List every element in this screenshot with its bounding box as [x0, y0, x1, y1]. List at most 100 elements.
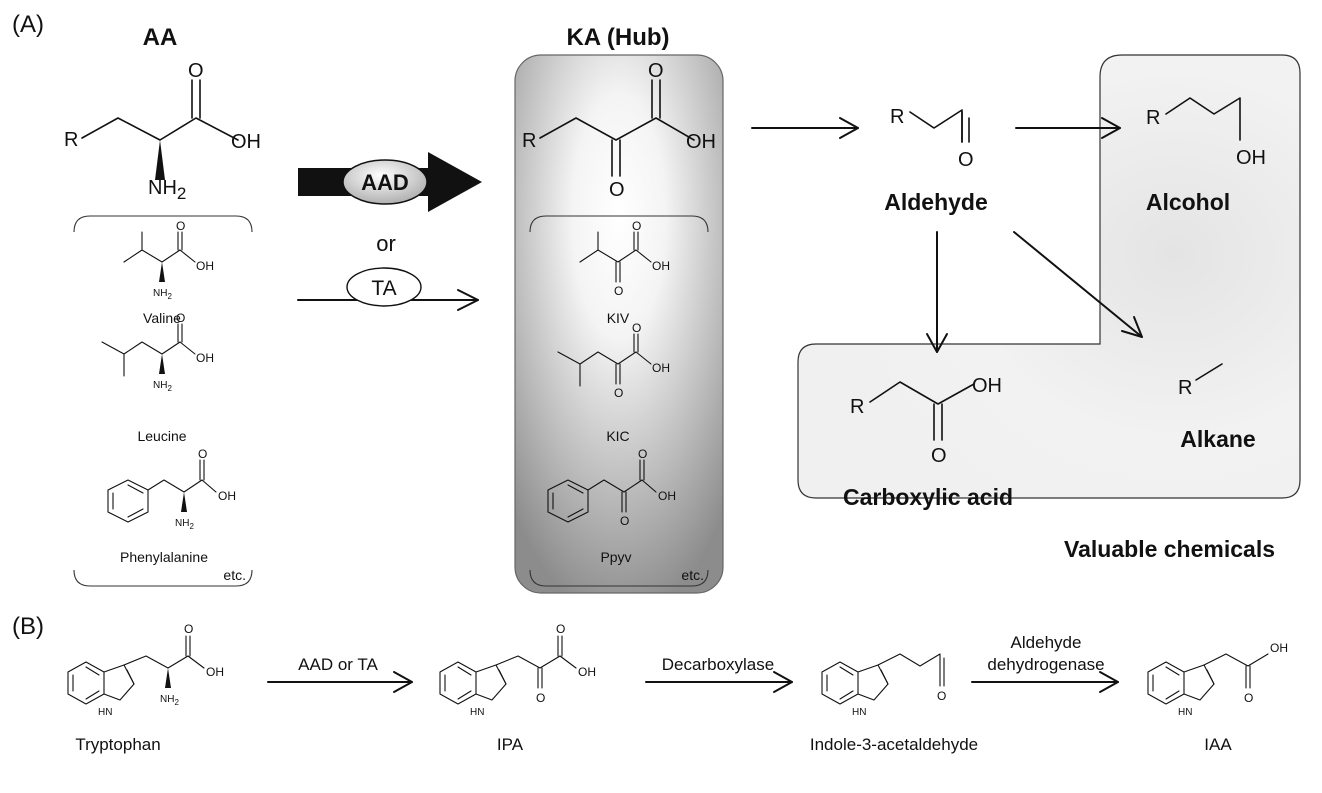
svg-text:R: R: [522, 130, 536, 152]
indole-3-acetaldehyde-label: Indole-3-acetaldehyde: [810, 735, 978, 754]
svg-text:O: O: [556, 622, 565, 636]
ka-etc-label: etc.: [681, 567, 704, 583]
svg-text:NH2: NH2: [153, 380, 172, 393]
svg-text:O: O: [1244, 691, 1253, 705]
ipa-structure: O OH O HN: [439, 622, 596, 718]
aldehyde-to-carboxylic-acid-arrow: [926, 231, 948, 353]
aldehyde-label: Aldehyde: [884, 189, 988, 215]
svg-text:OH: OH: [196, 351, 214, 365]
phenylalanine-label: Phenylalanine: [120, 549, 208, 565]
alcohol-structure: R OH: [1146, 97, 1266, 169]
valuable-chemicals-region: [797, 54, 1301, 499]
aa-group-bracket-top: [73, 215, 253, 233]
or-text: or: [376, 231, 396, 256]
svg-text:O: O: [184, 622, 193, 636]
svg-text:O: O: [937, 689, 946, 703]
ka-heading: KA (Hub): [566, 24, 669, 51]
svg-text:O: O: [176, 311, 185, 325]
generic-amino-acid-structure: R O OH NH2: [64, 60, 261, 203]
ipa-label: IPA: [497, 735, 524, 754]
svg-text:OH: OH: [686, 131, 716, 153]
svg-text:OH: OH: [578, 665, 596, 679]
svg-text:O: O: [620, 514, 629, 528]
valuable-chemicals-label: Valuable chemicals: [1064, 536, 1275, 562]
aad-enzyme-label: AAD: [361, 170, 409, 195]
svg-text:OH: OH: [972, 375, 1002, 397]
ka-hub-box: [514, 54, 724, 594]
svg-text:OH: OH: [652, 259, 670, 273]
svg-text:OH: OH: [652, 361, 670, 375]
ka-group-bracket-bottom: [529, 569, 709, 587]
svg-text:HN: HN: [852, 707, 866, 718]
kic-label: KIC: [606, 428, 629, 444]
aad-arrow: AAD: [298, 152, 482, 212]
tryptophan-structure: O OH NH2 HN: [67, 622, 224, 718]
ppyv-structure: O OH O: [547, 447, 676, 528]
aldehyde-to-iaa-arrow: [971, 671, 1119, 693]
svg-text:O: O: [648, 60, 664, 82]
ipa-to-aldehyde-arrow: [645, 671, 793, 693]
kiv-label: KIV: [607, 310, 630, 326]
phenylalanine-structure: O OH NH2: [107, 447, 236, 531]
svg-text:O: O: [609, 179, 625, 201]
panel-a-label: (A): [12, 11, 44, 38]
svg-text:NH2: NH2: [160, 694, 179, 707]
leucine-structure: O OH NH2: [101, 311, 214, 393]
panel-b-label: (B): [12, 613, 44, 640]
ppyv-label: Ppyv: [600, 549, 631, 565]
svg-text:OH: OH: [1236, 147, 1266, 169]
generic-keto-acid-structure: R O OH O: [522, 60, 716, 201]
svg-text:O: O: [638, 447, 647, 461]
aa-heading: AA: [143, 24, 178, 51]
leucine-label: Leucine: [137, 428, 186, 444]
ka-to-aldehyde-arrow: [751, 117, 859, 139]
svg-text:OH: OH: [1270, 641, 1288, 655]
svg-text:O: O: [536, 691, 545, 705]
svg-text:O: O: [632, 321, 641, 335]
decarboxylase-label: Decarboxylase: [662, 655, 774, 674]
ka-group-bracket-top: [529, 215, 709, 233]
iaa-label: IAA: [1204, 735, 1232, 754]
trp-to-ipa-arrow: [267, 671, 413, 693]
svg-text:HN: HN: [1178, 707, 1192, 718]
iaa-structure: OH O HN: [1147, 641, 1288, 718]
svg-text:NH2: NH2: [175, 518, 194, 531]
svg-text:HN: HN: [98, 707, 112, 718]
svg-text:R: R: [1146, 107, 1160, 129]
alcohol-label: Alcohol: [1146, 189, 1230, 215]
svg-text:R: R: [1178, 377, 1192, 399]
aldehyde-dehydrogenase-label-2: dehydrogenase: [987, 655, 1104, 674]
aldehyde-to-alcohol-arrow: [1015, 117, 1121, 139]
kic-structure: O OH O: [557, 321, 670, 400]
svg-text:OH: OH: [206, 665, 224, 679]
ta-enzyme-oval: [346, 267, 422, 307]
carboxylic-acid-label: Carboxylic acid: [843, 484, 1013, 510]
svg-text:O: O: [176, 219, 185, 233]
svg-text:OH: OH: [218, 489, 236, 503]
aad-or-ta-label: AAD or TA: [298, 655, 378, 674]
valine-label: Valine: [143, 310, 181, 326]
svg-text:R: R: [850, 396, 864, 418]
indole-3-acetaldehyde-structure: O HN: [821, 653, 946, 718]
svg-text:O: O: [958, 149, 974, 171]
ta-arrow: TA: [297, 267, 479, 311]
alkane-label: Alkane: [1180, 426, 1255, 452]
svg-text:HN: HN: [470, 707, 484, 718]
svg-text:R: R: [64, 129, 78, 151]
svg-text:O: O: [632, 219, 641, 233]
valine-structure: O OH NH2: [123, 219, 214, 301]
svg-text:O: O: [614, 386, 623, 400]
tryptophan-label: Tryptophan: [75, 735, 160, 754]
svg-text:OH: OH: [231, 131, 261, 153]
ta-enzyme-label: TA: [371, 277, 396, 300]
aldehyde-dehydrogenase-label-1: Aldehyde: [1011, 633, 1082, 652]
aldehyde-to-alkane-arrow: [1013, 231, 1143, 338]
aad-enzyme-oval: [342, 159, 428, 205]
svg-text:O: O: [931, 445, 947, 467]
svg-text:R: R: [890, 106, 904, 128]
aa-etc-label: etc.: [223, 567, 246, 583]
svg-text:OH: OH: [658, 489, 676, 503]
svg-text:OH: OH: [196, 259, 214, 273]
svg-text:O: O: [198, 447, 207, 461]
